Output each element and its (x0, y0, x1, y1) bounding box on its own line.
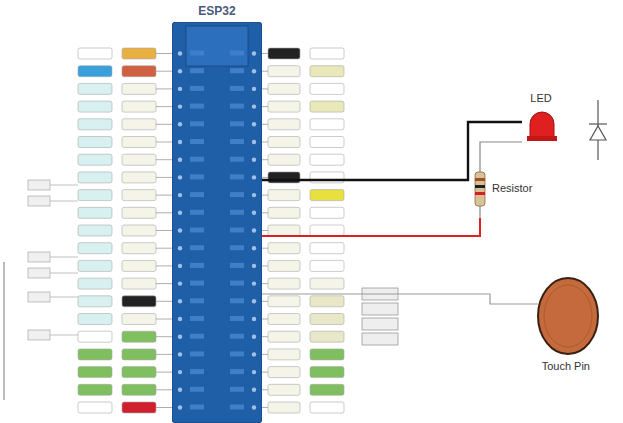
touch-pin-label-boxes (362, 288, 398, 345)
led-component-shape (522, 108, 562, 150)
wire (480, 142, 522, 160)
resistor-symbol-shape (474, 160, 486, 218)
esp32-board-shape (172, 22, 262, 423)
wire (262, 294, 538, 304)
diode-symbol (589, 100, 607, 160)
wire (262, 218, 480, 236)
component-label: LED (530, 92, 551, 104)
touch-pin-pad-shape (536, 276, 600, 356)
component-label: Resistor (492, 182, 532, 194)
esp32-board: ESP32 (172, 22, 262, 423)
led-component: LED (522, 108, 562, 150)
board-title: ESP32 (198, 4, 235, 18)
wire (262, 122, 522, 180)
component-label: Touch Pin (542, 360, 590, 372)
resistor-symbol: Resistor (474, 160, 486, 218)
touch-pin-pad: Touch Pin (536, 276, 600, 356)
